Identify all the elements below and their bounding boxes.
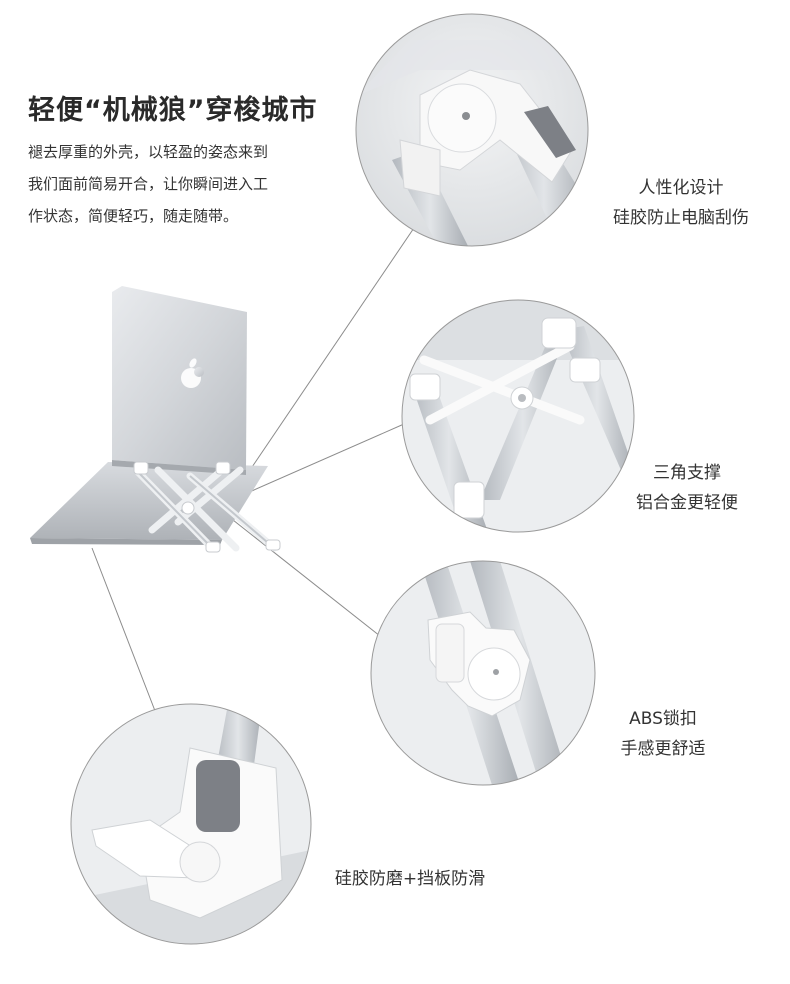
feature-caption-abs-lock: ABS锁扣 手感更舒适 [588, 704, 738, 764]
description: 褪去厚重的外壳，以轻盈的姿态来到 我们面前简易开合，让你瞬间进入工 作状态，简便… [28, 136, 328, 232]
detail-circle-hinge [355, 13, 589, 247]
laptop-on-stand [30, 286, 281, 553]
feature-caption-triangle-support: 三角支撑 铝合金更轻便 [612, 458, 762, 518]
description-line: 我们面前简易开合，让你瞬间进入工 [28, 175, 269, 193]
feature-title: 三角支撑 [653, 463, 721, 483]
description-line: 作状态，简便轻巧，随走随带。 [28, 207, 239, 225]
feature-title: ABS锁扣 [629, 709, 697, 729]
detail-circle-silicone-foot [70, 703, 312, 945]
feature-caption-hinge: 人性化设计 硅胶防止电脑刮伤 [596, 173, 766, 233]
leader-lines [91, 221, 419, 717]
headline: 轻便“机械狼”穿梭城市 [28, 95, 318, 126]
feature-title: 硅胶防磨+挡板防滑 [334, 869, 486, 889]
detail-circle-abs-lock [370, 560, 596, 786]
feature-detail: 铝合金更轻便 [636, 493, 738, 513]
detail-circle-triangle-support [401, 299, 635, 533]
feature-caption-silicone-foot: 硅胶防磨+挡板防滑 [300, 864, 520, 894]
apple-logo-icon [181, 358, 204, 388]
description-line: 褪去厚重的外壳，以轻盈的姿态来到 [28, 143, 269, 161]
feature-detail: 硅胶防止电脑刮伤 [613, 208, 749, 228]
feature-detail: 手感更舒适 [620, 739, 706, 759]
feature-title: 人性化设计 [638, 178, 724, 198]
